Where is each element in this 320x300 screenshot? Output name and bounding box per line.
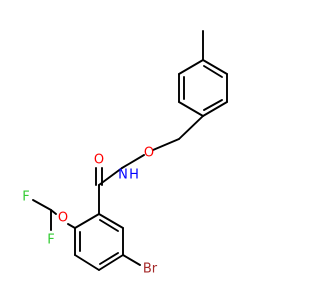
bond-c-f-top — [32, 199, 52, 211]
bond-benzyl — [178, 115, 204, 140]
bond-ring-inner-2 — [99, 252, 119, 265]
atom-label-layer: O N H O O F F Br — [22, 146, 158, 277]
bond-layer — [32, 30, 228, 271]
bond-ring-1 — [98, 213, 124, 229]
bond-tolyl-3 — [202, 101, 228, 117]
atom-o-carbonyl: O — [94, 153, 104, 168]
bond-ring-6 — [74, 213, 100, 229]
bond-c-br — [122, 254, 141, 266]
bond-ring-inner-1 — [99, 219, 119, 232]
bond-tolyl-6 — [178, 59, 204, 75]
atom-f-bottom: F — [47, 233, 54, 248]
bond-tolyl-inner-2 — [203, 99, 223, 111]
atom-o-linker: O — [144, 146, 154, 161]
bond-tolyl-inner-1 — [203, 65, 223, 78]
bond-tolyl-1 — [202, 59, 228, 75]
atom-br: Br — [143, 262, 158, 277]
bond-o-n — [121, 154, 145, 169]
atom-n-amide: N — [118, 168, 128, 183]
atom-o-difluoromethoxy: O — [58, 211, 68, 226]
molecule-diagram: O N H O O F F Br — [22, 30, 228, 277]
atom-h-amide: H — [129, 168, 139, 183]
bond-tolyl-4 — [178, 101, 204, 117]
atom-f-top: F — [22, 190, 29, 205]
bond-ring-3 — [98, 254, 124, 271]
bond-ch2-o — [152, 138, 180, 151]
structure-canvas: O N H O O F F Br — [22, 30, 228, 277]
bond-c-o-ether — [67, 223, 76, 229]
bond-ring-4 — [74, 254, 100, 271]
